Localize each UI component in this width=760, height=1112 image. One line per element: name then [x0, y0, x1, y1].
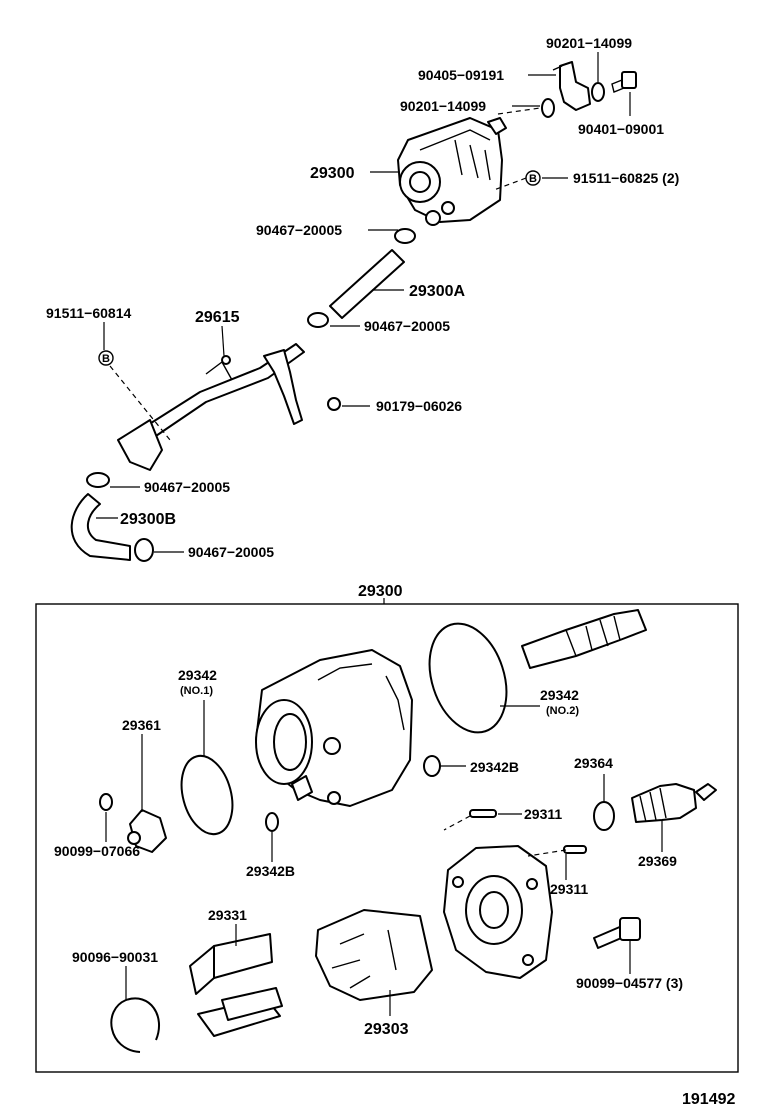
lower-leader-lines [105, 700, 663, 1016]
svg-text:B: B [102, 353, 110, 365]
vacuum-pump-assembly[interactable] [397, 117, 507, 226]
label-29311-bottom: 29311 [550, 881, 588, 897]
marker-b-right: B [525, 170, 541, 186]
label-90401: 90401−09001 [578, 121, 664, 137]
hose-clamp-a[interactable] [394, 228, 416, 244]
snap-ring-90099-07066[interactable] [99, 793, 113, 811]
label-29369: 29369 [638, 853, 677, 869]
upper-leader-lines [96, 52, 631, 553]
end-cover[interactable] [443, 845, 553, 979]
vanes-29331[interactable] [189, 933, 283, 1037]
gasket-29364[interactable] [593, 801, 615, 831]
diagram-id: 191492 [682, 1091, 735, 1108]
label-91511-60825: 91511−60825 (2) [573, 170, 679, 186]
label-29303: 29303 [364, 1021, 409, 1038]
label-29342-no2: 29342 [540, 687, 579, 703]
svg-text:B: B [529, 173, 537, 185]
label-29300-top: 29300 [310, 165, 355, 182]
label-90405: 90405−09191 [418, 67, 504, 83]
pin-29311-top[interactable] [469, 809, 497, 818]
label-29331: 29331 [208, 907, 247, 923]
snap-ring-90096-90031[interactable] [110, 997, 161, 1053]
pin-29311-bottom[interactable] [563, 845, 587, 854]
o-ring-29342b-right[interactable] [423, 755, 441, 777]
label-29364: 29364 [574, 755, 613, 771]
box-title: 29300 [358, 583, 403, 600]
pump-housing[interactable] [255, 649, 413, 807]
bolt-90099-04577[interactable] [593, 917, 641, 949]
label-29342-no1-sub: (NO.1) [180, 685, 213, 697]
vacuum-pipe[interactable] [117, 343, 305, 471]
label-29342b-left: 29342B [246, 863, 295, 879]
marker-b-left: B [98, 350, 114, 366]
hose-29300a[interactable] [329, 249, 405, 319]
label-90467-a: 90467−20005 [256, 222, 342, 238]
label-29342-no2-sub: (NO.2) [546, 705, 579, 717]
union-fitting[interactable] [552, 61, 591, 111]
union-bolt[interactable] [611, 71, 637, 93]
hose-clamp-b[interactable] [307, 312, 329, 328]
nut-90179[interactable] [327, 397, 341, 411]
label-90099-07066: 90099−07066 [54, 843, 140, 859]
label-29342-no1: 29342 [178, 667, 217, 683]
rotor-29303[interactable] [315, 909, 433, 1001]
label-90201-mid: 90201−14099 [400, 98, 486, 114]
o-ring-no1[interactable] [173, 750, 240, 840]
label-90467-b: 90467−20005 [364, 318, 450, 334]
label-90201-top: 90201−14099 [546, 35, 632, 51]
label-90467-d: 90467−20005 [188, 544, 274, 560]
label-29300a: 29300A [409, 283, 465, 300]
label-90179: 90179−06026 [376, 398, 462, 414]
gasket-upper[interactable] [591, 82, 605, 102]
hose-29300b[interactable] [70, 493, 131, 561]
gasket-middle[interactable] [541, 98, 555, 118]
label-29342b-right: 29342B [470, 759, 519, 775]
label-29311-top: 29311 [524, 806, 562, 822]
label-90096-90031: 90096−90031 [72, 949, 158, 965]
o-ring-no2[interactable] [416, 614, 519, 743]
label-29361: 29361 [122, 717, 161, 733]
hose-clamp-c[interactable] [86, 472, 110, 488]
check-valve-29369[interactable] [631, 783, 717, 823]
label-90099-04577: 90099−04577 (3) [576, 975, 683, 991]
hose-clamp-d[interactable] [134, 538, 154, 562]
drive-shaft[interactable] [521, 609, 647, 669]
label-29615: 29615 [195, 309, 240, 326]
label-91511-60814: 91511−60814 [46, 305, 131, 321]
o-ring-29342b-left[interactable] [265, 812, 279, 832]
breakdown-frame [35, 603, 739, 1073]
label-90467-c: 90467−20005 [144, 479, 230, 495]
label-29300b: 29300B [120, 511, 176, 528]
